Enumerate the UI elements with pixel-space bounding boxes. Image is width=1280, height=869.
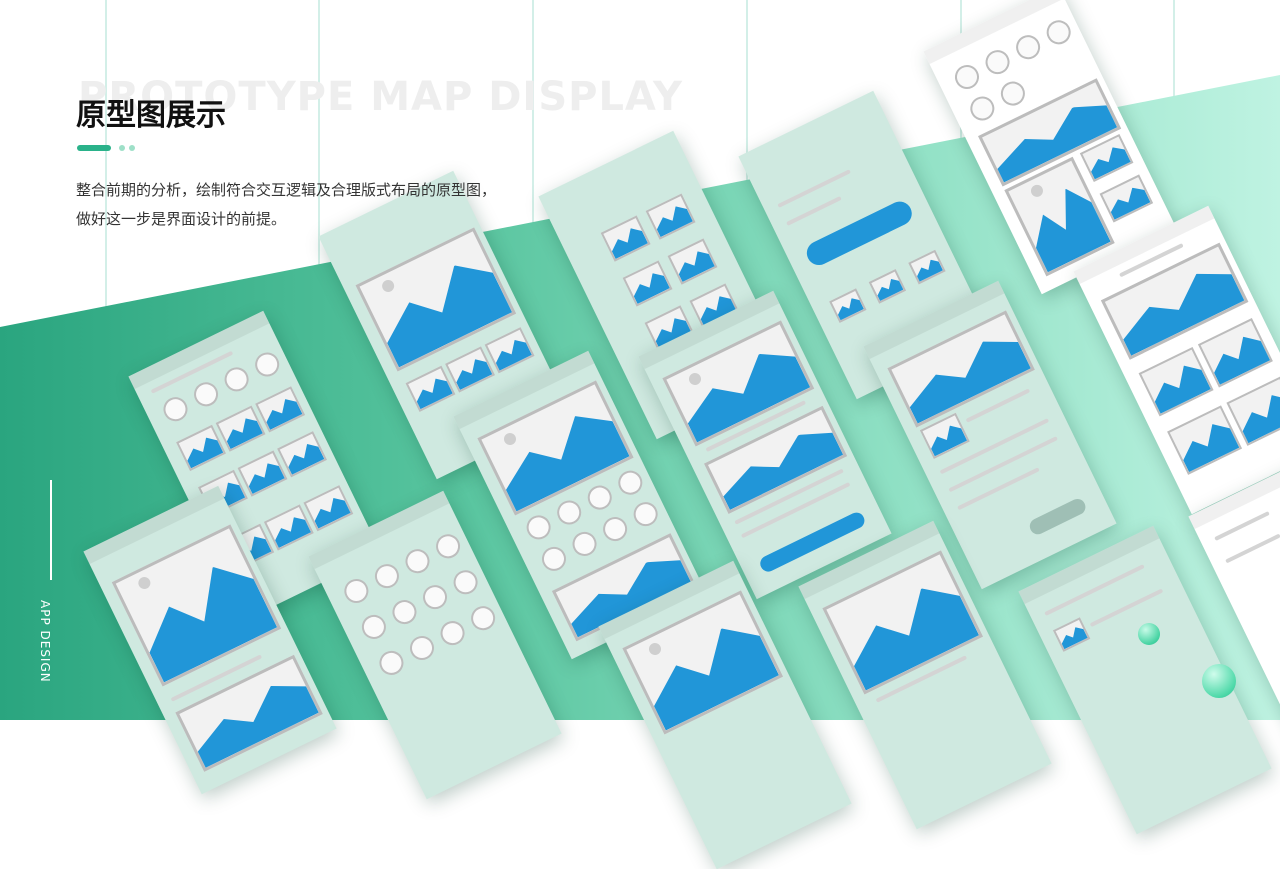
accent-dot <box>119 145 125 151</box>
decor-ball <box>1202 664 1236 698</box>
description-line: 整合前期的分析，绘制符合交互逻辑及合理版式布局的原型图， <box>76 181 497 199</box>
accent-dot <box>129 145 135 151</box>
side-divider <box>50 480 52 580</box>
accent-bar <box>77 145 111 151</box>
background-title: PROTOTYPE MAP DISPLAY <box>78 74 684 120</box>
decor-ball <box>1138 623 1160 645</box>
description: 整合前期的分析，绘制符合交互逻辑及合理版式布局的原型图， 做好这一步是界面设计的… <box>76 176 496 234</box>
description-line: 做好这一步是界面设计的前提。 <box>76 210 287 228</box>
page-title: 原型图展示 <box>76 98 226 133</box>
side-label: APP DESIGN <box>38 600 52 683</box>
